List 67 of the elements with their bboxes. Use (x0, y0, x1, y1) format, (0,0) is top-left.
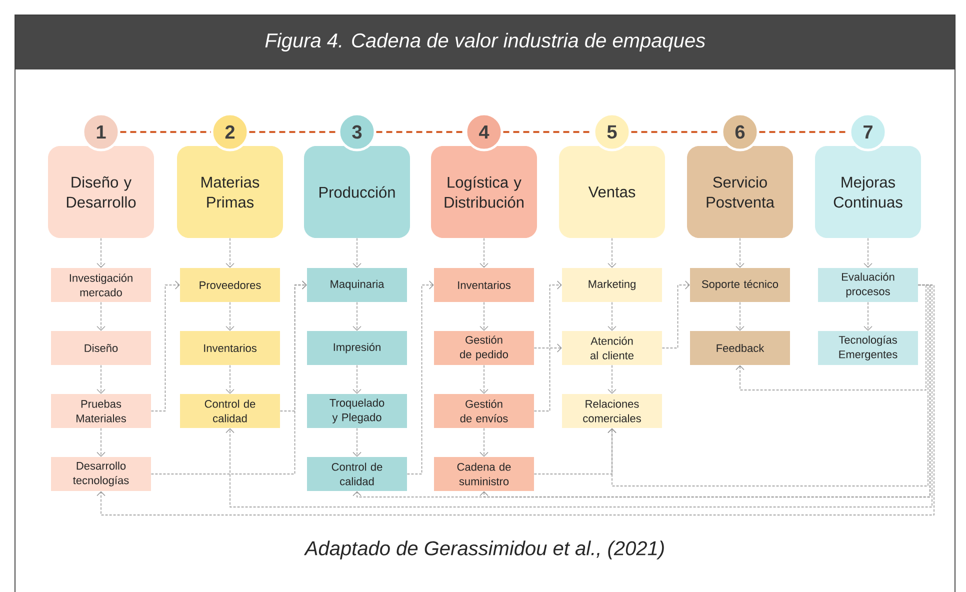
arrow (864, 302, 872, 331)
stage-header: Diseño y Desarrollo (48, 146, 154, 238)
arrow (352, 364, 362, 394)
arrow (96, 364, 106, 394)
arrow (534, 280, 562, 412)
arrow (736, 302, 744, 331)
process-box: Relaciones comerciales (562, 394, 662, 428)
process-box: Proveedores (180, 268, 280, 302)
arrow (352, 428, 362, 457)
process-box: Desarrollo tecnologías (51, 457, 151, 491)
arrow (96, 302, 106, 331)
arrow (280, 280, 307, 412)
arrow (608, 238, 616, 268)
title-bar: Figura 4. Cadena de valor industria de empaques (15, 15, 956, 70)
arrow (352, 284, 930, 498)
process-box: Inventarios (180, 331, 280, 365)
arrow (736, 284, 926, 390)
arrow (608, 284, 928, 486)
process-box: Investigación mercado (51, 268, 151, 302)
arrow (608, 302, 616, 331)
process-box: Atención al cliente (562, 331, 662, 365)
process-box: Marketing (562, 268, 662, 302)
arrow (406, 280, 434, 474)
process-box: Inventarios (434, 268, 534, 302)
process-box: Evaluación procesos (818, 268, 918, 302)
process-box: Feedback (690, 331, 790, 365)
stage-header: Materias Primas (177, 146, 283, 238)
stage-header: Mejoras Continuas (815, 146, 921, 238)
caption: Adaptado de Gerassimidou et al., (2021) (304, 540, 664, 560)
arrow (480, 364, 488, 394)
stage-header: Ventas (559, 146, 665, 238)
process-box: Pruebas Materiales (51, 394, 151, 428)
process-box: Control de calidad (307, 457, 407, 491)
process-box: Diseño (51, 331, 151, 365)
connector-line (120, 131, 211, 133)
process-box: Troquelado y Plegado (307, 394, 407, 428)
arrow (480, 302, 488, 331)
arrow (480, 428, 488, 457)
connector-line (249, 131, 338, 133)
arrow (608, 364, 616, 394)
process-box: Impresión (307, 331, 407, 365)
process-box: Control de calidad (180, 394, 280, 428)
process-box: Gestión de envíos (434, 394, 534, 428)
arrow (226, 238, 234, 268)
arrow (96, 428, 106, 457)
arrow (96, 284, 934, 516)
arrow (150, 280, 180, 412)
arrow (864, 238, 872, 268)
arrow (480, 238, 488, 268)
connector-line (376, 131, 465, 133)
arrow (662, 280, 690, 348)
process-box: Tecnologías Emergentes (818, 331, 918, 365)
stage-header: Producción (304, 146, 410, 238)
arrow (226, 284, 932, 508)
stage-header: Logística y Distribución (431, 146, 537, 238)
process-box: Maquinaria (307, 268, 407, 302)
process-box: Soporte técnico (690, 268, 790, 302)
process-box: Gestión de pedido (434, 331, 534, 365)
arrow (534, 344, 562, 352)
process-box: Cadena de suministro (434, 457, 534, 491)
arrow (96, 238, 106, 268)
stage-header: Servicio Postventa (687, 146, 793, 238)
arrow (736, 238, 744, 268)
arrow (226, 364, 234, 394)
arrow (352, 238, 362, 268)
arrow (352, 302, 362, 331)
arrow (226, 302, 234, 331)
